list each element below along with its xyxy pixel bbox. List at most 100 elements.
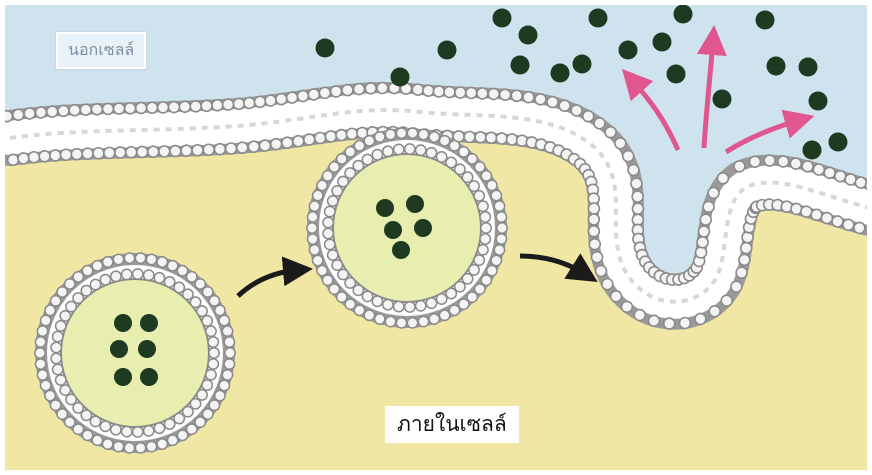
phospholipid-head (212, 100, 223, 111)
phospholipid-head (328, 250, 338, 260)
phospholipid-head (416, 145, 426, 155)
phospholipid-head (588, 226, 599, 237)
phospholipid-head (158, 102, 169, 113)
phospholipid-head (100, 275, 110, 285)
phospholipid-head (237, 142, 248, 153)
phospholipid-head (496, 234, 506, 244)
phospholipid-head (611, 291, 622, 302)
phospholipid-head (497, 223, 507, 233)
phospholipid-head (203, 287, 213, 297)
phospholipid-head (444, 87, 455, 98)
phospholipid-head (375, 314, 385, 324)
phospholipid-head (405, 144, 415, 154)
phospholipid-head (383, 146, 393, 156)
phospholipid-head (154, 423, 164, 433)
phospholipid-head (167, 435, 177, 445)
phospholipid-head (254, 96, 265, 107)
phospholipid-head (233, 98, 244, 109)
phospholipid-head (632, 203, 643, 214)
phospholipid-head (50, 296, 60, 306)
phospholipid-head (56, 321, 66, 331)
cargo-molecule (138, 340, 156, 358)
phospholipid-head (92, 261, 102, 271)
phospholipid-head (282, 137, 293, 148)
phospholipid-head (449, 141, 459, 151)
released-molecule (316, 39, 335, 58)
phospholipid-head (18, 153, 29, 164)
phospholipid-head (365, 83, 376, 94)
phospholipid-head (209, 296, 219, 306)
phospholipid-head (487, 180, 497, 190)
phospholipid-head (219, 380, 229, 390)
released-molecule (438, 41, 457, 60)
phospholipid-head (157, 439, 167, 449)
phospholipid-head (372, 150, 382, 160)
phospholipid-head (214, 144, 225, 155)
phospholipid-head (494, 201, 504, 211)
phospholipid-head (709, 306, 720, 317)
phospholipid-head (854, 222, 865, 233)
cargo-molecule (114, 314, 132, 332)
released-molecule (511, 56, 530, 75)
phospholipid-head (297, 91, 308, 102)
phospholipid-head (202, 316, 212, 326)
phospholipid-head (845, 174, 856, 185)
phospholipid-head (224, 337, 234, 347)
phospholipid-head (426, 298, 436, 308)
phospholipid-head (407, 128, 417, 138)
phospholipid-head (436, 294, 446, 304)
phospholipid-head (133, 269, 143, 279)
released-molecule (756, 11, 775, 30)
phospholipid-head (102, 103, 113, 114)
phospholipid-head (66, 394, 76, 404)
phospholipid-head (24, 108, 35, 119)
phospholipid-head (309, 245, 319, 255)
phospholipid-head (208, 359, 218, 369)
phospholipid-head (801, 206, 812, 217)
phospholipid-head (206, 370, 216, 380)
phospholipid-head (137, 146, 148, 157)
phospholipid-head (523, 92, 534, 103)
phospholipid-head (802, 161, 813, 172)
phospholipid-head (146, 441, 156, 451)
phospholipid-head (364, 310, 374, 320)
phospholipid-head (187, 424, 197, 434)
phospholipid-head (147, 102, 158, 113)
phospholipid-head (325, 206, 335, 216)
phospholipid-head (202, 380, 212, 390)
released-molecule (493, 9, 512, 28)
phospholipid-head (307, 223, 317, 233)
phospholipid-head (615, 138, 626, 149)
phospholipid-head (494, 245, 504, 255)
phospholipid-head (459, 299, 469, 309)
phospholipid-head (835, 171, 846, 182)
released-molecule (619, 41, 638, 60)
phospholipid-head (136, 102, 147, 113)
phospholipid-head (328, 196, 338, 206)
phospholipid-head (486, 132, 497, 143)
phospholipid-head (695, 313, 706, 324)
phospholipid-head (81, 286, 91, 296)
phospholipid-head (778, 156, 789, 167)
phospholipid-head (605, 127, 616, 138)
phospholipid-head (491, 190, 501, 200)
phospholipid-head (741, 243, 752, 254)
phospholipid-head (37, 370, 47, 380)
phospholipid-head (596, 265, 607, 276)
released-molecule (829, 133, 848, 152)
phospholipid-head (177, 266, 187, 276)
phospholipid-head (423, 85, 434, 96)
phospholipid-head (124, 443, 134, 453)
phospholipid-head (469, 265, 479, 275)
cargo-molecule (384, 221, 402, 239)
phospholipid-head (325, 131, 336, 142)
phospholipid-head (126, 147, 137, 158)
phospholipid-head (167, 261, 177, 271)
phospholipid-head (224, 359, 234, 369)
released-molecule (809, 92, 828, 111)
phospholipid-head (29, 152, 40, 163)
phospholipid-head (749, 156, 760, 167)
phospholipid-head (764, 155, 775, 166)
phospholipid-head (35, 359, 45, 369)
